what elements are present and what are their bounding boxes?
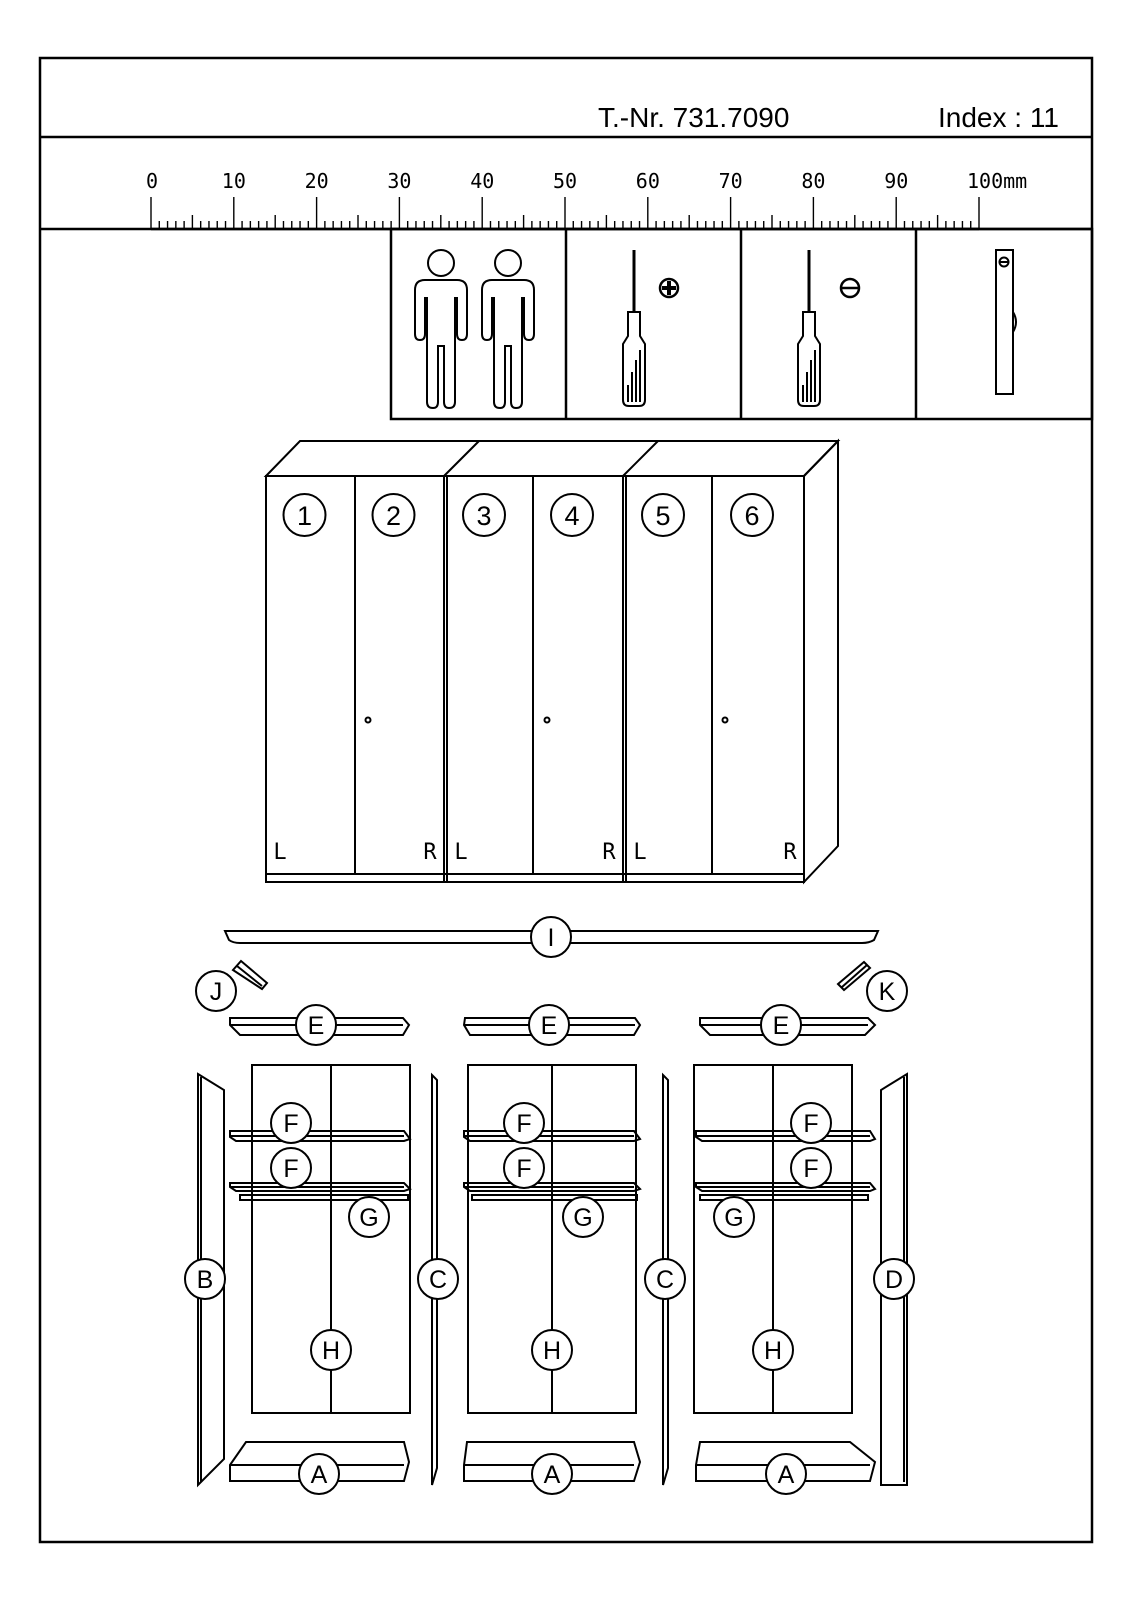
door-markers: 1L 2R 3L 4R 5L 6R bbox=[273, 493, 797, 865]
door-number-circle bbox=[550, 493, 594, 537]
top-rail-part bbox=[223, 930, 880, 944]
part-callout-circle bbox=[644, 1258, 686, 1300]
door-hinge-side: R bbox=[423, 840, 437, 865]
part-callout-circle bbox=[310, 1329, 352, 1371]
ruler-label: 20 bbox=[305, 169, 329, 193]
door-number-circle bbox=[641, 493, 685, 537]
part-callout-circle bbox=[760, 1004, 802, 1046]
part-callout-back: H bbox=[322, 1337, 340, 1365]
part-callout-side-right: D bbox=[885, 1266, 903, 1294]
door-number: 2 bbox=[386, 501, 401, 531]
part-callout-bottom: A bbox=[311, 1461, 328, 1489]
two-persons-icon bbox=[414, 249, 535, 410]
part-callout-shelf: F bbox=[283, 1155, 298, 1183]
ruler-label: 30 bbox=[387, 169, 411, 193]
door-number-circle bbox=[371, 493, 416, 537]
part-callout-circle bbox=[503, 1102, 545, 1144]
door-hinge-side: R bbox=[783, 840, 797, 865]
part-callout-top-rail: I bbox=[548, 924, 555, 952]
side-panel-middle-1 bbox=[431, 1072, 438, 1486]
part-callout-bottom: A bbox=[778, 1461, 795, 1489]
door-number: 6 bbox=[744, 501, 759, 531]
door-number: 3 bbox=[476, 501, 491, 531]
ruler-label: 10 bbox=[222, 169, 246, 193]
part-callout-circle bbox=[873, 1258, 915, 1300]
part-callout-circle bbox=[184, 1258, 226, 1300]
part-callout-circle bbox=[295, 1004, 337, 1046]
part-callout-circle bbox=[270, 1147, 312, 1189]
door-number: 1 bbox=[297, 501, 312, 531]
mm-ruler: 0 10 20 30 40 50 60 70 80 90 100mm bbox=[146, 169, 1027, 231]
door-hinge-side: L bbox=[633, 840, 646, 865]
door-number-circle bbox=[730, 493, 774, 537]
part-callout-side-middle: C bbox=[656, 1266, 674, 1294]
door-hinge-side: L bbox=[454, 840, 467, 865]
ruler-label: 100mm bbox=[967, 169, 1027, 193]
part-callout-left-corner: J bbox=[210, 978, 223, 1006]
part-callout-shelf: F bbox=[803, 1110, 818, 1138]
part-callout-circle bbox=[765, 1453, 807, 1495]
door-number: 5 bbox=[655, 501, 670, 531]
spirit-level-icon bbox=[995, 249, 1017, 395]
part-callout-top: E bbox=[773, 1012, 790, 1040]
part-callout-circle bbox=[528, 1004, 570, 1046]
part-callout-shelf: F bbox=[516, 1110, 531, 1138]
assembled-wardrobe bbox=[263, 438, 841, 885]
index-label: Index : 11 bbox=[938, 102, 1059, 133]
part-callout-side-left: B bbox=[197, 1266, 214, 1294]
door-number: 4 bbox=[564, 501, 579, 531]
part-callout-circle bbox=[298, 1453, 340, 1495]
ruler-label: 90 bbox=[884, 169, 908, 193]
part-callout-circle bbox=[713, 1196, 755, 1238]
door-number-circle bbox=[282, 493, 327, 537]
flathead-screwdriver-icon bbox=[797, 250, 861, 407]
tools-panel bbox=[389, 227, 1094, 421]
part-callout-bottom: A bbox=[544, 1461, 561, 1489]
ruler-label: 50 bbox=[553, 169, 577, 193]
part-callout-circle bbox=[752, 1329, 794, 1371]
left-corner-part bbox=[231, 959, 269, 991]
part-callout-circle bbox=[531, 1453, 573, 1495]
phillips-screwdriver-icon bbox=[622, 250, 680, 407]
part-callout-circle bbox=[503, 1147, 545, 1189]
part-number: T.-Nr. 731.7090 bbox=[598, 102, 789, 133]
door-hinge-side: L bbox=[273, 840, 286, 865]
sheet-frame bbox=[38, 56, 1094, 1544]
part-callout-circle bbox=[531, 1329, 573, 1371]
part-callout-circle bbox=[417, 1258, 459, 1300]
ruler-label: 60 bbox=[636, 169, 660, 193]
part-callout-back: H bbox=[543, 1337, 561, 1365]
part-callout-circle bbox=[790, 1102, 832, 1144]
part-callout-shelf: F bbox=[283, 1110, 298, 1138]
part-callout-side-middle: C bbox=[429, 1266, 447, 1294]
part-callout-shelf: F bbox=[516, 1155, 531, 1183]
ruler-label: 0 bbox=[146, 169, 158, 193]
ruler-label: 80 bbox=[801, 169, 825, 193]
part-callout-top: E bbox=[308, 1012, 325, 1040]
part-callout-circle bbox=[270, 1102, 312, 1144]
part-callout-rod: G bbox=[359, 1204, 378, 1232]
part-callout-top: E bbox=[541, 1012, 558, 1040]
part-callout-rod: G bbox=[573, 1204, 592, 1232]
part-callout-circle bbox=[348, 1196, 390, 1238]
door-number-circle bbox=[462, 493, 506, 537]
part-callout-circle bbox=[530, 916, 572, 958]
ruler-label: 70 bbox=[719, 169, 743, 193]
right-corner-part bbox=[836, 960, 872, 992]
part-callout-circle bbox=[790, 1147, 832, 1189]
part-callout-back: H bbox=[764, 1337, 782, 1365]
ruler-label: 40 bbox=[470, 169, 494, 193]
side-panel-middle-2 bbox=[662, 1072, 669, 1486]
part-callout-circle bbox=[195, 970, 237, 1012]
part-callout-right-corner: K bbox=[879, 978, 896, 1006]
door-hinge-side: R bbox=[602, 840, 616, 865]
part-callout-circle bbox=[866, 970, 908, 1012]
part-callout-shelf: F bbox=[803, 1155, 818, 1183]
part-callout-circle bbox=[562, 1196, 604, 1238]
part-callout-rod: G bbox=[724, 1204, 743, 1232]
